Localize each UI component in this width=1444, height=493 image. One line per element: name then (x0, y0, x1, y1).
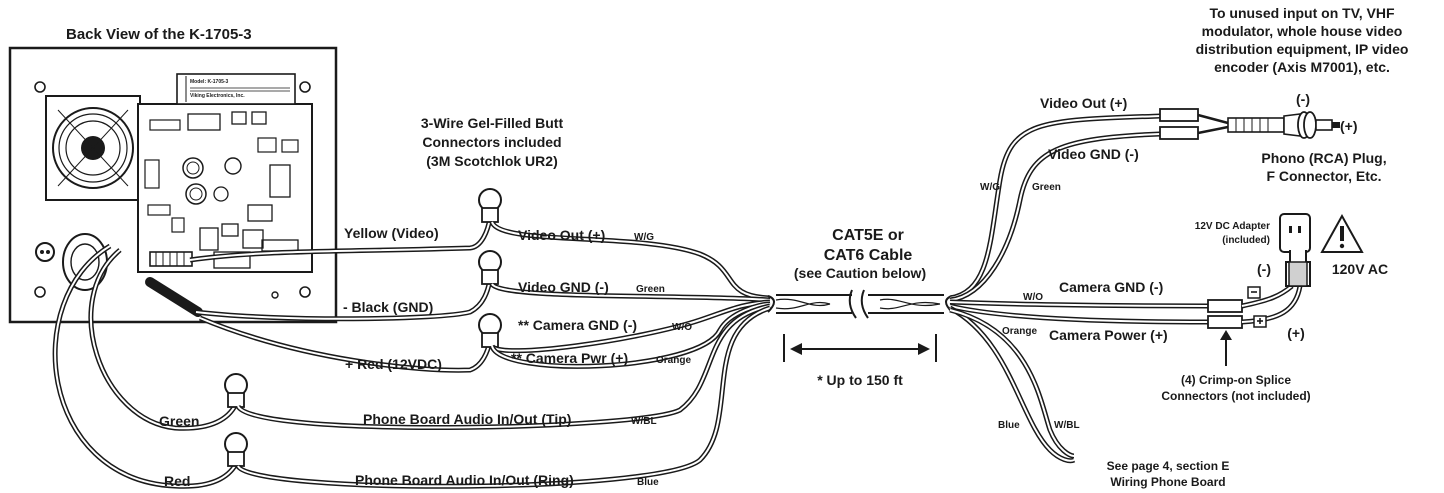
butt-connector-video (478, 188, 502, 223)
connectors-note-2: Connectors included (422, 134, 561, 150)
label-red-12vdc: + Red (12VDC) (345, 356, 442, 372)
adapter-line2: (included) (1222, 235, 1270, 246)
see-page-line2: Wiring Phone Board (1110, 475, 1225, 489)
device-wires (52, 217, 493, 489)
label-right-camera-gnd: Camera GND (-) (1059, 279, 1163, 295)
label-tip: Phone Board Audio In/Out (Tip) (363, 411, 571, 427)
maker-text: Viking Electronics, Inc. (190, 93, 245, 99)
butt-connector-tip (224, 373, 248, 408)
model-label (176, 73, 296, 105)
code-right-blue: Blue (998, 420, 1020, 431)
adapter-minus: (-) (1257, 261, 1271, 277)
tv-note-4: encoder (Axis M7001), etc. (1214, 59, 1390, 75)
adapter-line1: 12V DC Adapter (1195, 221, 1270, 232)
model-text: Model: K-1705-3 (190, 79, 229, 85)
phono-line2: F Connector, Etc. (1266, 168, 1381, 184)
cable-line3: (see Caution below) (794, 265, 926, 281)
adapter-cord (1241, 284, 1303, 328)
tv-note-2: modulator, whole house video (1202, 23, 1403, 39)
warning-icon (1320, 213, 1364, 253)
label-camera-gnd: ** Camera GND (-) (518, 317, 637, 333)
connectors-note-3: (3M Scotchlok UR2) (426, 153, 557, 169)
cat-cable (767, 289, 953, 319)
ac-label: 120V AC (1332, 261, 1388, 277)
code-right-wbl: W/BL (1054, 420, 1080, 431)
label-black-gnd: - Black (GND) (343, 299, 433, 315)
label-right-video-out: Video Out (+) (1040, 95, 1127, 111)
code-wg: W/G (634, 232, 654, 243)
cable-conductors-left (235, 220, 771, 489)
label-green: Green (159, 413, 199, 429)
see-page-line1: See page 4, section E (1107, 459, 1230, 473)
phono-line1: Phono (RCA) Plug, (1261, 150, 1386, 166)
code-wo: W/O (672, 322, 692, 333)
rca-minus: (-) (1296, 91, 1310, 107)
label-camera-pwr: ** Camera Pwr (+) (511, 350, 628, 366)
label-right-camera-power: Camera Power (+) (1049, 327, 1168, 343)
code-right-wo: W/O (1023, 292, 1043, 303)
crimp-splice-power (1207, 299, 1243, 329)
label-video-out: Video Out (+) (518, 227, 605, 243)
device-panel (8, 46, 338, 324)
terminal-block (149, 251, 193, 267)
circuit-board: Model: K-1705-3 Viking Electronics, Inc. (137, 73, 313, 273)
cable-grommet (62, 233, 108, 291)
dc-adapter-icon (1279, 213, 1311, 287)
code-right-green: Green (1032, 182, 1061, 193)
cable-line1: CAT5E or (832, 227, 904, 244)
code-wbl: W/BL (631, 416, 657, 427)
cable-line2: CAT6 Cable (824, 247, 913, 264)
butt-connector-gnd (478, 250, 502, 285)
crimp-line1: (4) Crimp-on Splice (1181, 373, 1291, 387)
crimp-arrow (1220, 330, 1232, 366)
cable-conductors-right (948, 113, 1209, 464)
mounting-holes (34, 81, 311, 299)
label-yellow-video: Yellow (Video) (344, 225, 439, 241)
butt-connector-ring (224, 432, 248, 467)
cable-bundle (145, 277, 203, 317)
label-right-video-gnd: Video GND (-) (1048, 146, 1139, 162)
code-blue: Blue (637, 477, 659, 488)
label-video-gnd: Video GND (-) (518, 279, 609, 295)
ground-terminal (35, 242, 55, 262)
speaker-icon (45, 95, 141, 201)
tv-note-1: To unused input on TV, VHF (1209, 5, 1395, 21)
label-red: Red (164, 473, 190, 489)
connectors-note-1: 3-Wire Gel-Filled Butt (421, 115, 564, 131)
device-title: Back View of the K-1705-3 (66, 26, 252, 43)
length-arrow (783, 334, 937, 362)
rca-plug-icon (1227, 111, 1340, 139)
code-right-orange: Orange (1002, 326, 1037, 337)
butt-connector-power (478, 313, 502, 348)
code-right-wg: W/G (980, 182, 1000, 193)
crimp-splice-video (1159, 108, 1229, 140)
code-green: Green (636, 284, 665, 295)
rca-plus: (+) (1340, 118, 1358, 134)
tv-note-3: distribution equipment, IP video (1196, 41, 1409, 57)
crimp-line2: Connectors (not included) (1161, 389, 1310, 403)
cable-length: * Up to 150 ft (817, 372, 903, 388)
code-orange: Orange (656, 355, 691, 366)
adapter-plus: (+) (1287, 325, 1305, 341)
label-ring: Phone Board Audio In/Out (Ring) (355, 472, 574, 488)
